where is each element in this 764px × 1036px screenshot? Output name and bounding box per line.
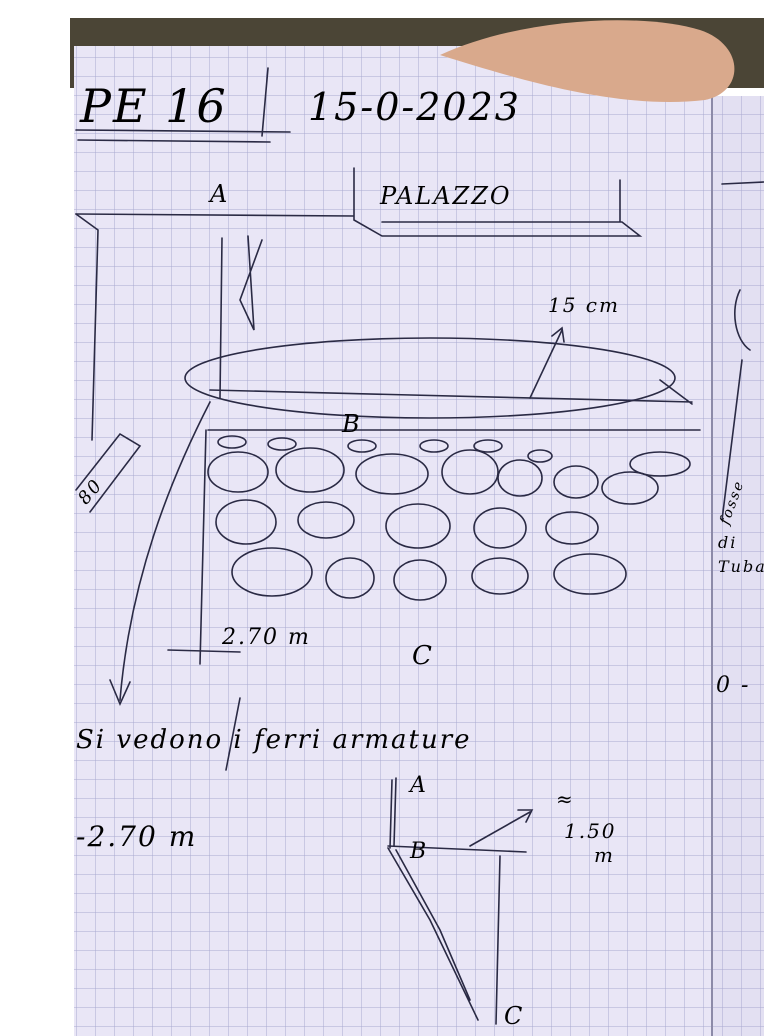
slab-line bbox=[209, 379, 693, 405]
sentence: Si vedono i ferri armature bbox=[76, 725, 472, 755]
dim-line-270 bbox=[167, 649, 241, 653]
section-vertical bbox=[389, 777, 397, 849]
label-a-top: A bbox=[208, 180, 229, 208]
section-right-post bbox=[495, 855, 501, 1025]
sentence-underline bbox=[225, 697, 241, 771]
stone bbox=[231, 547, 313, 597]
right-page-fragment-4: 0 - bbox=[716, 673, 750, 698]
right-page-marks bbox=[721, 181, 764, 521]
stone bbox=[215, 499, 277, 545]
notes-date: 15-0-2023 bbox=[308, 85, 521, 129]
notebook-left-grid bbox=[74, 46, 712, 1036]
dim-270-lower: -2.70 m bbox=[76, 820, 197, 853]
stone bbox=[553, 465, 599, 499]
stone bbox=[325, 557, 375, 599]
rebar-circle bbox=[217, 435, 247, 449]
stone bbox=[393, 559, 447, 601]
stone bbox=[601, 471, 659, 505]
label-b-top: B bbox=[341, 410, 362, 438]
stone bbox=[497, 459, 543, 497]
notebook-right-grid bbox=[712, 96, 764, 1036]
label-a-section: A bbox=[408, 773, 428, 798]
label-b-section: B bbox=[409, 839, 428, 864]
rebar-circle bbox=[419, 439, 449, 453]
stone bbox=[553, 553, 627, 595]
dim-150: 1.50 bbox=[564, 819, 617, 843]
stone bbox=[629, 451, 691, 477]
right-page-fragment-2: di bbox=[718, 533, 737, 552]
label-c-section: C bbox=[504, 1002, 524, 1030]
stone bbox=[441, 449, 499, 495]
stone bbox=[355, 453, 429, 495]
section-slope bbox=[387, 847, 479, 1021]
label-c-top: C bbox=[412, 641, 434, 671]
section-horizontal bbox=[387, 845, 527, 853]
dim-15cm: 15 cm bbox=[548, 293, 620, 317]
label-palazzo: PALAZZO bbox=[379, 182, 512, 210]
heading-underline bbox=[75, 129, 291, 143]
slab-ellipse bbox=[184, 337, 676, 419]
vertical-post bbox=[219, 235, 263, 399]
dim-270-upper: 2.70 m bbox=[221, 625, 311, 650]
stone bbox=[471, 557, 529, 595]
arrow-150 bbox=[469, 809, 534, 847]
stone bbox=[275, 447, 345, 493]
stone bbox=[207, 451, 269, 493]
stone bbox=[473, 507, 527, 549]
stone-area-border bbox=[199, 429, 701, 665]
arrow-down-left bbox=[109, 401, 211, 707]
wall-left-edge bbox=[75, 213, 99, 441]
pen-sketch bbox=[75, 67, 764, 1025]
arrow-15cm bbox=[529, 326, 565, 399]
wall-top-line bbox=[75, 167, 643, 237]
heading-divider bbox=[261, 67, 269, 137]
dim-150-approx: ≈ bbox=[556, 787, 575, 811]
stone bbox=[297, 501, 355, 539]
thumb bbox=[440, 20, 735, 102]
side-box bbox=[75, 432, 142, 513]
heading-code: PE 16 bbox=[79, 79, 228, 133]
rebar-circle bbox=[473, 439, 503, 453]
rebar-circle bbox=[527, 449, 553, 463]
stone bbox=[385, 503, 451, 549]
rebar-circle bbox=[267, 437, 297, 451]
rebar-circle bbox=[347, 439, 377, 453]
stone bbox=[545, 511, 599, 545]
dim-150-unit: m bbox=[594, 843, 615, 867]
right-page-fragment-3: Tuba bbox=[718, 557, 764, 576]
